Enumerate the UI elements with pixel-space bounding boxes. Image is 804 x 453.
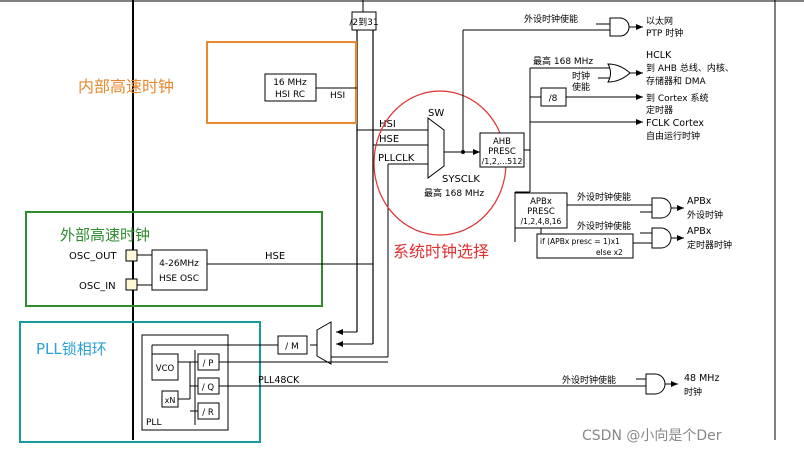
apb-periph-output-line1: APBx <box>687 196 712 207</box>
mux-hse-input-label: HSE <box>379 134 399 145</box>
div2-31-block: /2到31 <box>349 11 379 31</box>
apb-periph-output-line2: 外设时钟 <box>687 209 723 221</box>
ahb-presc-block: AHB PRESC /1,2,...512 <box>479 132 525 168</box>
usb-and-gate <box>645 373 666 395</box>
hsi-rc-block: 16 MHz HSI RC <box>264 73 317 102</box>
vco-label: VCO <box>156 364 175 374</box>
sysclk-max-label: 最高 168 MHz <box>424 187 484 199</box>
svg-text:APBx: APBx <box>530 197 552 207</box>
mux-pllclk-input-label: PLLCLK <box>378 153 415 164</box>
pll-region <box>19 321 261 443</box>
vco-block <box>151 353 179 381</box>
div-p-label: / P <box>203 359 214 369</box>
hclk-max-label: 最高 168 MHz <box>533 55 593 67</box>
apb-timer-output-line1: APBx <box>687 226 712 237</box>
pll-block <box>141 334 229 431</box>
internal-clock-region <box>206 41 357 124</box>
svg-text:HSE OSC: HSE OSC <box>159 274 199 284</box>
external-clock-region <box>25 211 323 307</box>
hclk-enable-line2: 使能 <box>572 81 590 93</box>
pll-region-title: PLL锁相环 <box>36 340 107 358</box>
hclk-enable-line1: 时钟 <box>572 70 590 82</box>
pll48ck-label: PLL48CK <box>258 375 300 386</box>
div-r-block <box>197 402 220 420</box>
pll-label: PLL <box>146 418 161 428</box>
osc-in-label: OSC_IN <box>79 281 116 292</box>
usb-output-line1: 48 MHz <box>684 373 719 384</box>
csdn-watermark: CSDN @小向是个Der <box>582 428 722 444</box>
hclk-output-line3: 存储器和 DMA <box>646 75 707 87</box>
usb-output-line2: 时钟 <box>684 386 702 398</box>
svg-text:AHB: AHB <box>493 137 511 147</box>
hse-wire-label: HSE <box>265 251 285 262</box>
fclk-output-line1: FCLK Cortex <box>646 118 704 129</box>
external-clock-title: 外部高速时钟 <box>60 226 150 244</box>
div-m-label: / M <box>285 342 299 352</box>
cortex-output-line1: 到 Cortex 系统 <box>646 92 708 104</box>
eth-output-line2: PTP 时钟 <box>646 27 683 39</box>
fclk-output-line2: 自由运行时钟 <box>646 130 700 142</box>
apb-timer-output-line2: 定时器时钟 <box>687 239 732 251</box>
osc-out-pin <box>125 249 138 262</box>
pll-src-mux <box>316 321 332 365</box>
apb-timer-enable-label: 外设时钟使能 <box>577 220 631 232</box>
sw-label: SW <box>428 108 444 119</box>
svg-text:4-26MHz: 4-26MHz <box>159 259 199 269</box>
apb-timer-and-gate <box>651 227 672 249</box>
eth-output-line1: 以太网 <box>646 15 673 27</box>
apb-timer-mult-block <box>536 233 634 259</box>
svg-text:/1,2,...512: /1,2,...512 <box>482 157 523 166</box>
svg-text:HSI RC: HSI RC <box>275 90 305 100</box>
hsi-wire-label: HSI <box>330 91 345 101</box>
eth-and-gate <box>609 17 630 37</box>
sw-mux <box>427 117 445 179</box>
hclk-output-line2: 到 AHB 总线、内核、 <box>646 62 734 74</box>
svg-text:16 MHz: 16 MHz <box>273 78 307 88</box>
cortex-output-line2: 定时器 <box>646 104 673 116</box>
apb-presc-block: APBx PRESC /1,2,4,8,16 <box>514 192 568 229</box>
div2-31-label: /2到31 <box>349 16 378 28</box>
div8-label: /8 <box>549 94 558 104</box>
internal-clock-title: 内部高速时钟 <box>78 77 174 96</box>
xn-label: xN <box>165 396 176 405</box>
hclk-or-gate <box>607 63 631 83</box>
hclk-output-line1: HCLK <box>646 50 672 61</box>
osc-in-pin <box>125 278 138 291</box>
div-r-label: / R <box>202 408 214 418</box>
hse-osc-block: 4-26MHz HSE OSC <box>151 249 208 291</box>
osc-out-label: OSC_OUT <box>69 251 117 262</box>
eth-enable-label: 外设时钟使能 <box>524 13 578 25</box>
apb-timer-mult-line1: if (APBx presc = 1)x1 <box>540 237 620 246</box>
svg-text:PRESC: PRESC <box>527 207 555 217</box>
apb-timer-mult-line2: else x2 <box>596 248 623 257</box>
apb-periph-enable-label: 外设时钟使能 <box>577 191 631 203</box>
mux-hsi-input-label: HSI <box>379 119 396 130</box>
sysclk-select-title: 系统时钟选择 <box>393 242 489 261</box>
usb-enable-label: 外设时钟使能 <box>562 374 616 386</box>
svg-text:/1,2,4,8,16: /1,2,4,8,16 <box>521 217 562 226</box>
div-q-label: / Q <box>202 383 215 393</box>
sysclk-label: SYSCLK <box>442 174 480 185</box>
svg-text:PRESC: PRESC <box>488 147 516 157</box>
apb-periph-and-gate <box>651 197 672 219</box>
